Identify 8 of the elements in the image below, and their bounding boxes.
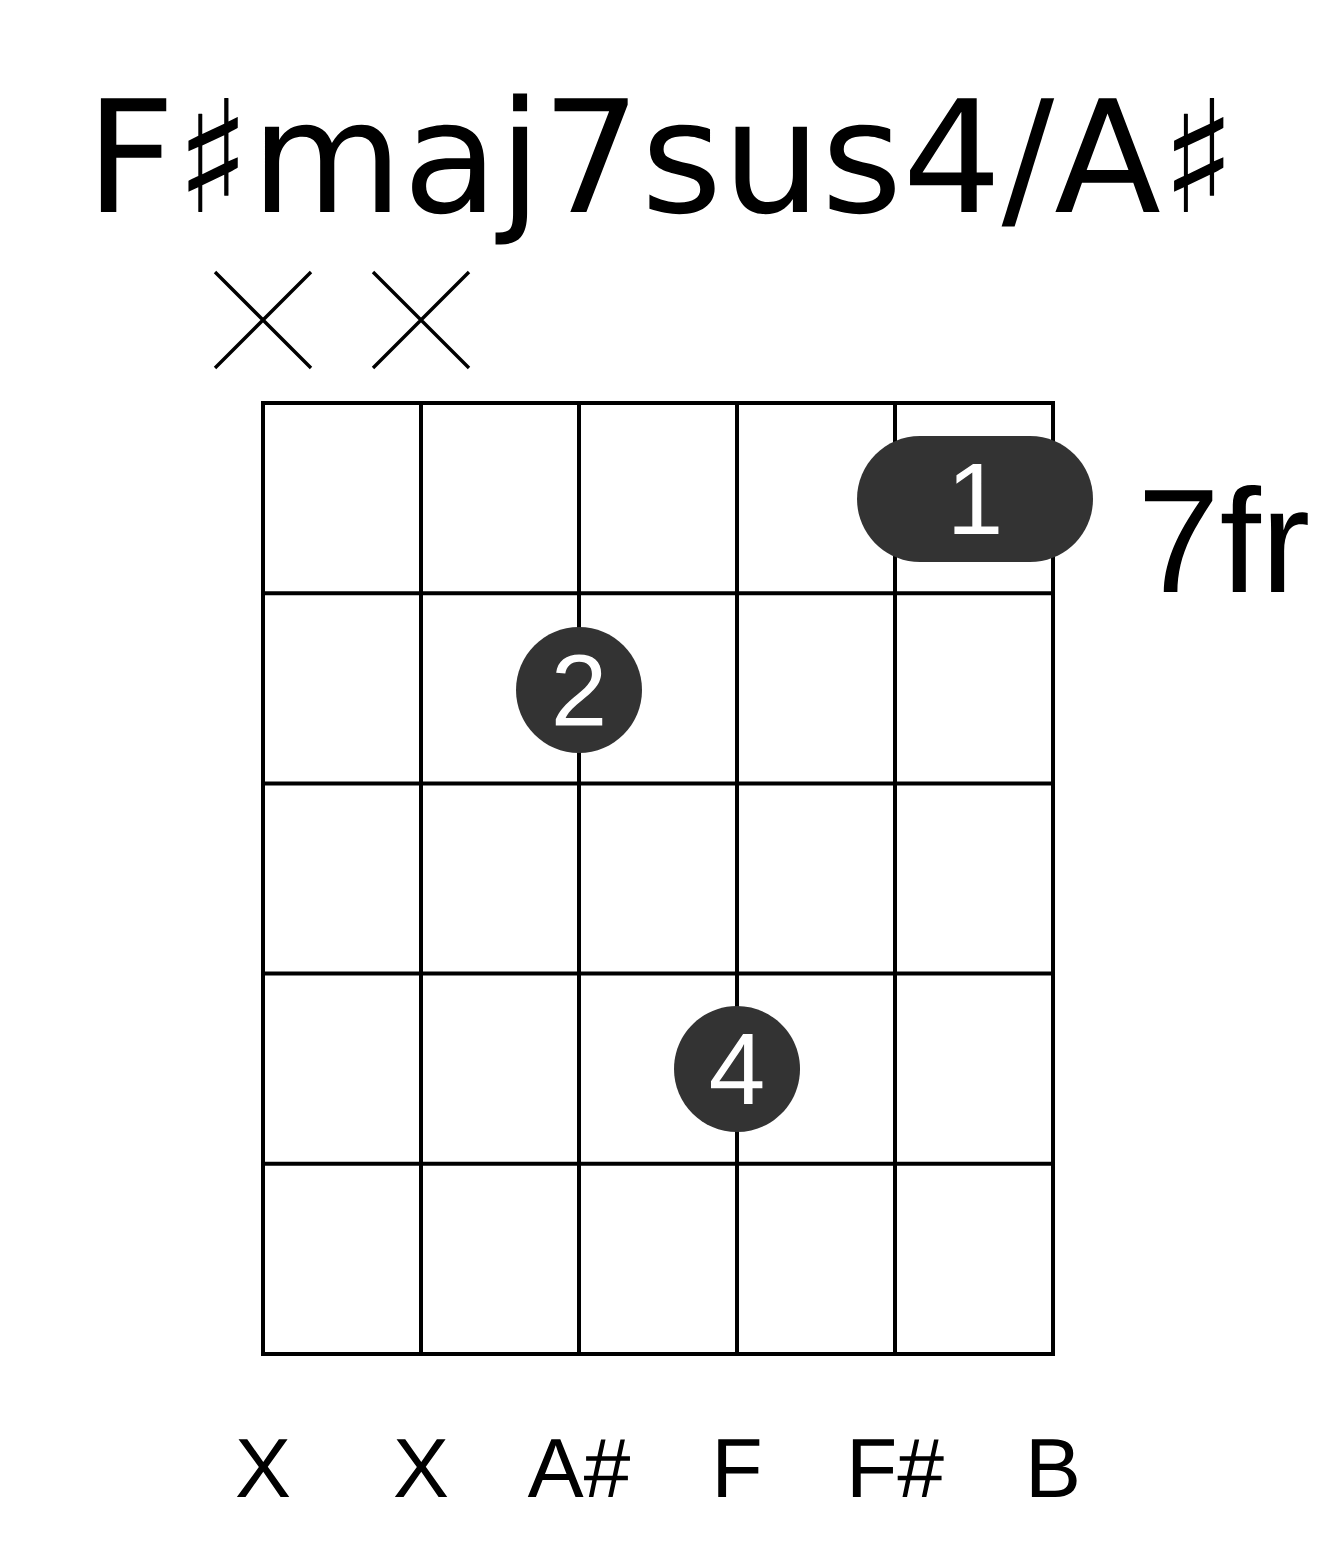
- string-note: B: [1031, 1439, 1077, 1497]
- string-note: A#: [527, 1439, 630, 1497]
- fret-number: 7fr: [1145, 484, 1308, 592]
- string-note: F: [718, 1439, 760, 1497]
- string-note: F#: [852, 1439, 944, 1497]
- string-note: X: [394, 1439, 448, 1497]
- chord-title: F♯maj7sus4/A♯: [100, 93, 1224, 245]
- string-note: X: [236, 1439, 290, 1497]
